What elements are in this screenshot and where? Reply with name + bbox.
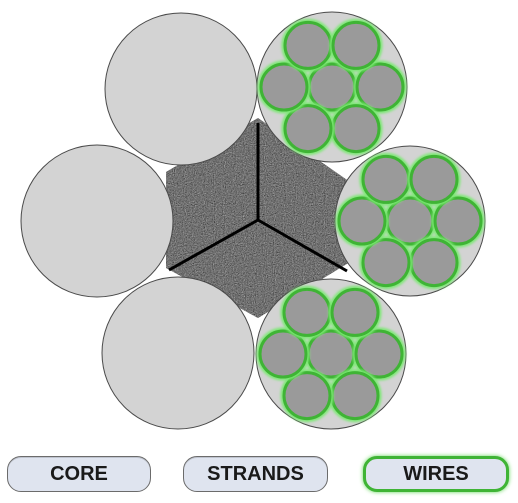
- wire: [282, 287, 332, 337]
- wire: [354, 329, 404, 379]
- wire: [409, 154, 459, 204]
- wire: [331, 20, 381, 70]
- wire: [283, 20, 333, 70]
- wire: [283, 104, 333, 154]
- wire: [330, 287, 380, 337]
- wire: [330, 371, 380, 421]
- strand-left: [20, 144, 174, 298]
- wires-button[interactable]: WIRES: [363, 456, 509, 492]
- strand-top-left: [104, 12, 258, 166]
- strand-bottom-left: [101, 276, 255, 430]
- wire: [259, 62, 309, 112]
- wire-strands: [255, 11, 486, 430]
- wire: [355, 62, 405, 112]
- strands-button[interactable]: STRANDS: [183, 456, 328, 492]
- core-divider-right: [257, 218, 348, 273]
- wire: [409, 238, 459, 288]
- wire: [306, 329, 356, 379]
- strands: [20, 12, 258, 430]
- wire: [331, 104, 381, 154]
- core-divider-left: [168, 218, 259, 272]
- wire: [258, 329, 308, 379]
- wire: [337, 196, 387, 246]
- wire-rope-diagram: [20, 11, 486, 430]
- wire: [282, 371, 332, 421]
- wire: [361, 238, 411, 288]
- wire: [385, 196, 435, 246]
- wire: [361, 154, 411, 204]
- wire: [433, 196, 483, 246]
- core: [166, 118, 350, 318]
- wire: [307, 62, 357, 112]
- core-button[interactable]: CORE: [7, 456, 151, 492]
